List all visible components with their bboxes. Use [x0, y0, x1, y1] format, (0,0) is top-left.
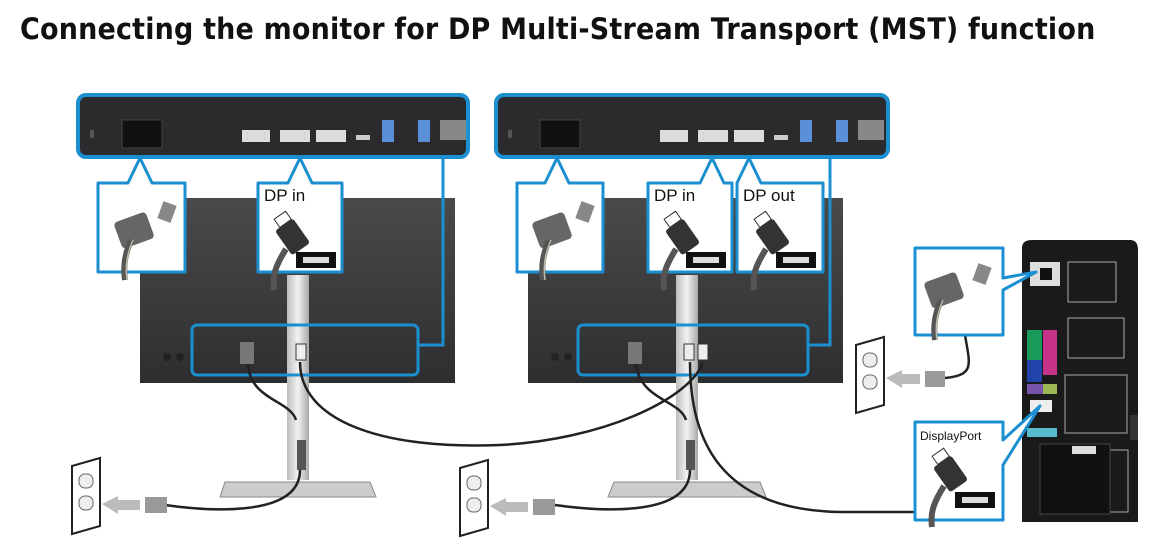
pc-power-callout	[913, 246, 1038, 337]
monitor-2-port-highlight	[576, 323, 810, 377]
monitor-1-dp-in-label: DP in	[264, 186, 305, 205]
wall-outlet-1	[71, 457, 101, 535]
cables	[164, 334, 970, 514]
monitor-2-dp-in-label: DP in	[654, 186, 695, 205]
monitor-1-port-highlight	[190, 323, 420, 377]
monitor-2-dp-out-callout	[735, 156, 825, 274]
dp-daisy-chain-cable	[298, 361, 705, 447]
dp-out-port-icon	[316, 130, 346, 142]
monitor-1: DP in	[76, 93, 470, 498]
pc-tower	[1022, 240, 1138, 522]
wall-outlet-3	[855, 336, 885, 414]
monitor-2: DP in DP out	[494, 93, 890, 498]
dp-in-port-icon	[280, 130, 310, 142]
monitor-2-dp-out-label: DP out	[743, 186, 795, 205]
page-title: Connecting the monitor for DP Multi-Stre…	[20, 12, 1096, 46]
monitor-1-rear-panel-callout	[76, 93, 470, 159]
power-port-icon	[121, 119, 163, 149]
monitor-2-rear-panel-callout	[494, 93, 890, 159]
power-plugs	[71, 336, 945, 537]
hdmi-port-icon	[242, 130, 270, 142]
wall-outlet-2	[459, 459, 489, 537]
pc-displayport-label: DisplayPort	[920, 429, 982, 443]
monitor-1-stand-base	[219, 481, 377, 498]
dp-pc-cable	[688, 361, 918, 514]
